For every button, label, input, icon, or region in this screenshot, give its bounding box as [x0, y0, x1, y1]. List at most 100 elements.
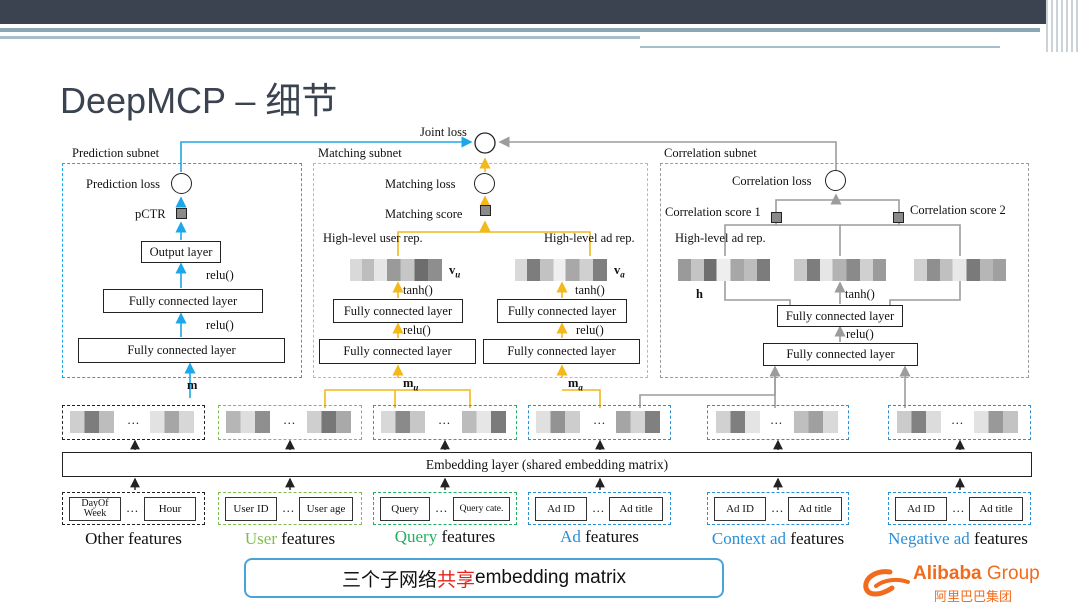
correlation-tanh-label: tanh()	[845, 287, 875, 301]
embedding-layer: Embedding layer (shared embedding matrix…	[62, 452, 1032, 477]
embed-vec-user-1	[226, 411, 270, 433]
alibaba-logo-icon	[862, 566, 912, 607]
prediction-loss-label: Prediction loss	[86, 177, 160, 191]
embed-ellipsis-ad: …	[593, 413, 606, 427]
feature-context-ad-title: Ad title	[788, 497, 842, 521]
h-vector-1	[678, 259, 770, 281]
feature-ellipsis-user: …	[282, 501, 295, 515]
feature-group-user	[218, 492, 362, 525]
matching-subnet-label: Matching subnet	[318, 146, 402, 160]
matching-score-node	[480, 205, 491, 216]
caption-negative-ad-features: Negative ad features	[888, 529, 1028, 548]
correlation-loss-node	[825, 170, 846, 191]
prediction-loss-node	[171, 173, 192, 194]
alibaba-logo-cn: 阿里巴巴集团	[934, 589, 1013, 604]
correlation-relu-label: relu()	[846, 327, 874, 341]
correlation-loss-label: Correlation loss	[732, 174, 812, 188]
matching-score-label: Matching score	[385, 207, 463, 221]
embed-group-ad	[528, 405, 671, 440]
embed-vec-other-2	[150, 411, 194, 433]
relu-right-label: relu()	[576, 323, 604, 337]
embed-ellipsis-user: …	[283, 413, 296, 427]
header-ticks	[1046, 0, 1080, 52]
h-vector-2	[794, 259, 886, 281]
feature-group-ad	[528, 492, 671, 525]
relu-top-label: relu()	[206, 268, 234, 282]
embed-group-user	[218, 405, 362, 440]
correlation-score-1-node	[771, 212, 782, 223]
embed-vec-negative-2	[974, 411, 1018, 433]
va-symbol: va	[614, 263, 625, 280]
prediction-fc-top: Fully connected layer	[103, 289, 263, 313]
embed-group-query	[373, 405, 517, 440]
correlation-ad-rep-label: High-level ad rep.	[675, 231, 766, 245]
ma-label: ma	[568, 376, 583, 393]
feature-user-id: User ID	[225, 497, 277, 521]
feature-user-age: User age	[299, 497, 353, 521]
m-label: m	[187, 378, 198, 392]
high-level-user-rep-label: High-level user rep.	[323, 231, 423, 245]
matching-loss-node	[474, 173, 495, 194]
embed-group-negative	[888, 405, 1031, 440]
feature-ad-title: Ad title	[609, 497, 663, 521]
prediction-fc-bottom: Fully connected layer	[78, 338, 285, 363]
pctr-node	[176, 208, 187, 219]
correlation-subnet-frame	[660, 163, 1029, 378]
caption-query-features: Query features	[394, 527, 496, 546]
embed-vec-other-1	[70, 411, 114, 433]
correlation-score-1-label: Correlation score 1	[665, 205, 761, 219]
embed-vec-ad-2	[616, 411, 660, 433]
vu-vector	[350, 259, 442, 281]
embed-ellipsis-query: …	[438, 413, 451, 427]
h-vector-3	[914, 259, 1006, 281]
callout-text-pre: 三个子网络	[341, 569, 437, 591]
header-stripe-3	[640, 46, 1000, 48]
prediction-subnet-label: Prediction subnet	[72, 146, 160, 160]
callout-text-highlight: 共享	[436, 569, 475, 591]
header-stripe-2	[0, 36, 640, 39]
prediction-subnet-frame	[62, 163, 302, 378]
embed-vec-query-1	[381, 411, 425, 433]
feature-ellipsis-context: …	[771, 501, 784, 515]
feature-hour: Hour	[144, 497, 196, 521]
embed-vec-user-2	[307, 411, 351, 433]
feature-query: Query	[380, 497, 430, 521]
caption-context-ad-features: Context ad features	[711, 529, 845, 548]
feature-group-other	[62, 492, 205, 525]
feature-group-context	[707, 492, 849, 525]
embed-vec-ad-1	[536, 411, 580, 433]
feature-context-ad-id: Ad ID	[714, 497, 766, 521]
feature-ellipsis-negative: …	[952, 501, 965, 515]
pctr-label: pCTR	[135, 207, 166, 221]
feature-ad-id: Ad ID	[535, 497, 587, 521]
matching-fc-bottom-right: Fully connected layer	[483, 339, 640, 364]
feature-ellipsis-query: …	[435, 501, 448, 515]
embed-vec-context-2	[794, 411, 838, 433]
embed-ellipsis-other: …	[127, 413, 140, 427]
matching-loss-label: Matching loss	[385, 177, 456, 191]
embed-group-other	[62, 405, 205, 440]
header-stripe	[0, 28, 1040, 32]
matching-fc-bottom-left: Fully connected layer	[319, 339, 476, 364]
matching-subnet-frame	[313, 163, 648, 378]
embed-vec-query-2	[462, 411, 506, 433]
embed-ellipsis-negative: …	[951, 413, 964, 427]
correlation-fc-top: Fully connected layer	[777, 305, 903, 327]
correlation-subnet-label: Correlation subnet	[664, 146, 757, 160]
feature-ellipsis-other: …	[126, 501, 139, 515]
joint-loss-label: Joint loss	[420, 125, 467, 139]
output-layer: Output layer	[141, 241, 221, 263]
feature-dayofweek: DayOf Week	[69, 497, 121, 521]
feature-negative-ad-title: Ad title	[969, 497, 1023, 521]
matching-fc-top-left: Fully connected layer	[333, 299, 463, 323]
caption-ad-features: Ad features	[560, 527, 639, 546]
caption-other-features: Other features	[85, 529, 182, 548]
embed-vec-negative-1	[897, 411, 941, 433]
correlation-fc-bottom: Fully connected layer	[763, 343, 918, 366]
feature-ellipsis-ad: …	[592, 501, 605, 515]
matching-fc-top-right: Fully connected layer	[497, 299, 627, 323]
slide-title: DeepMCP – 细节	[60, 80, 338, 121]
